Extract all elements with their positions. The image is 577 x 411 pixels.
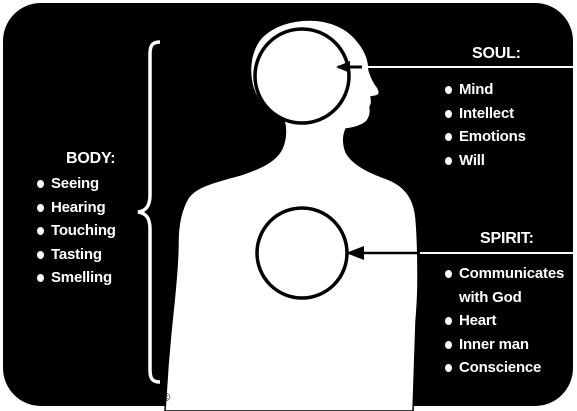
body-brace xyxy=(138,42,160,382)
list-item: Conscience xyxy=(444,356,564,380)
spirit-list: Communicates with God Heart Inner man Co… xyxy=(444,262,564,380)
soul-list: Mind Intellect Emotions Will xyxy=(444,78,526,172)
list-item: Touching xyxy=(36,219,116,243)
list-item: Hearing xyxy=(36,196,116,220)
body-heading: BODY: xyxy=(66,149,115,168)
list-item: Will xyxy=(444,149,526,173)
list-item: Inner man xyxy=(444,333,564,357)
soul-heading: SOUL: xyxy=(472,44,521,63)
list-item: Mind xyxy=(444,78,526,102)
list-item: Intellect xyxy=(444,102,526,126)
human-silhouette xyxy=(165,20,418,411)
list-item: Tasting xyxy=(36,243,116,267)
body-list: Seeing Hearing Touching Tasting Smelling xyxy=(36,172,116,290)
list-item: Communicates xyxy=(444,262,564,286)
spirit-heading: SPIRIT: xyxy=(480,229,534,248)
list-item: Emotions xyxy=(444,125,526,149)
list-item: Seeing xyxy=(36,172,116,196)
list-item: with God xyxy=(444,286,564,310)
soul-pointer xyxy=(336,61,573,73)
copyright-mark: © xyxy=(162,391,170,405)
list-item: Smelling xyxy=(36,266,116,290)
list-item: Heart xyxy=(444,309,564,333)
